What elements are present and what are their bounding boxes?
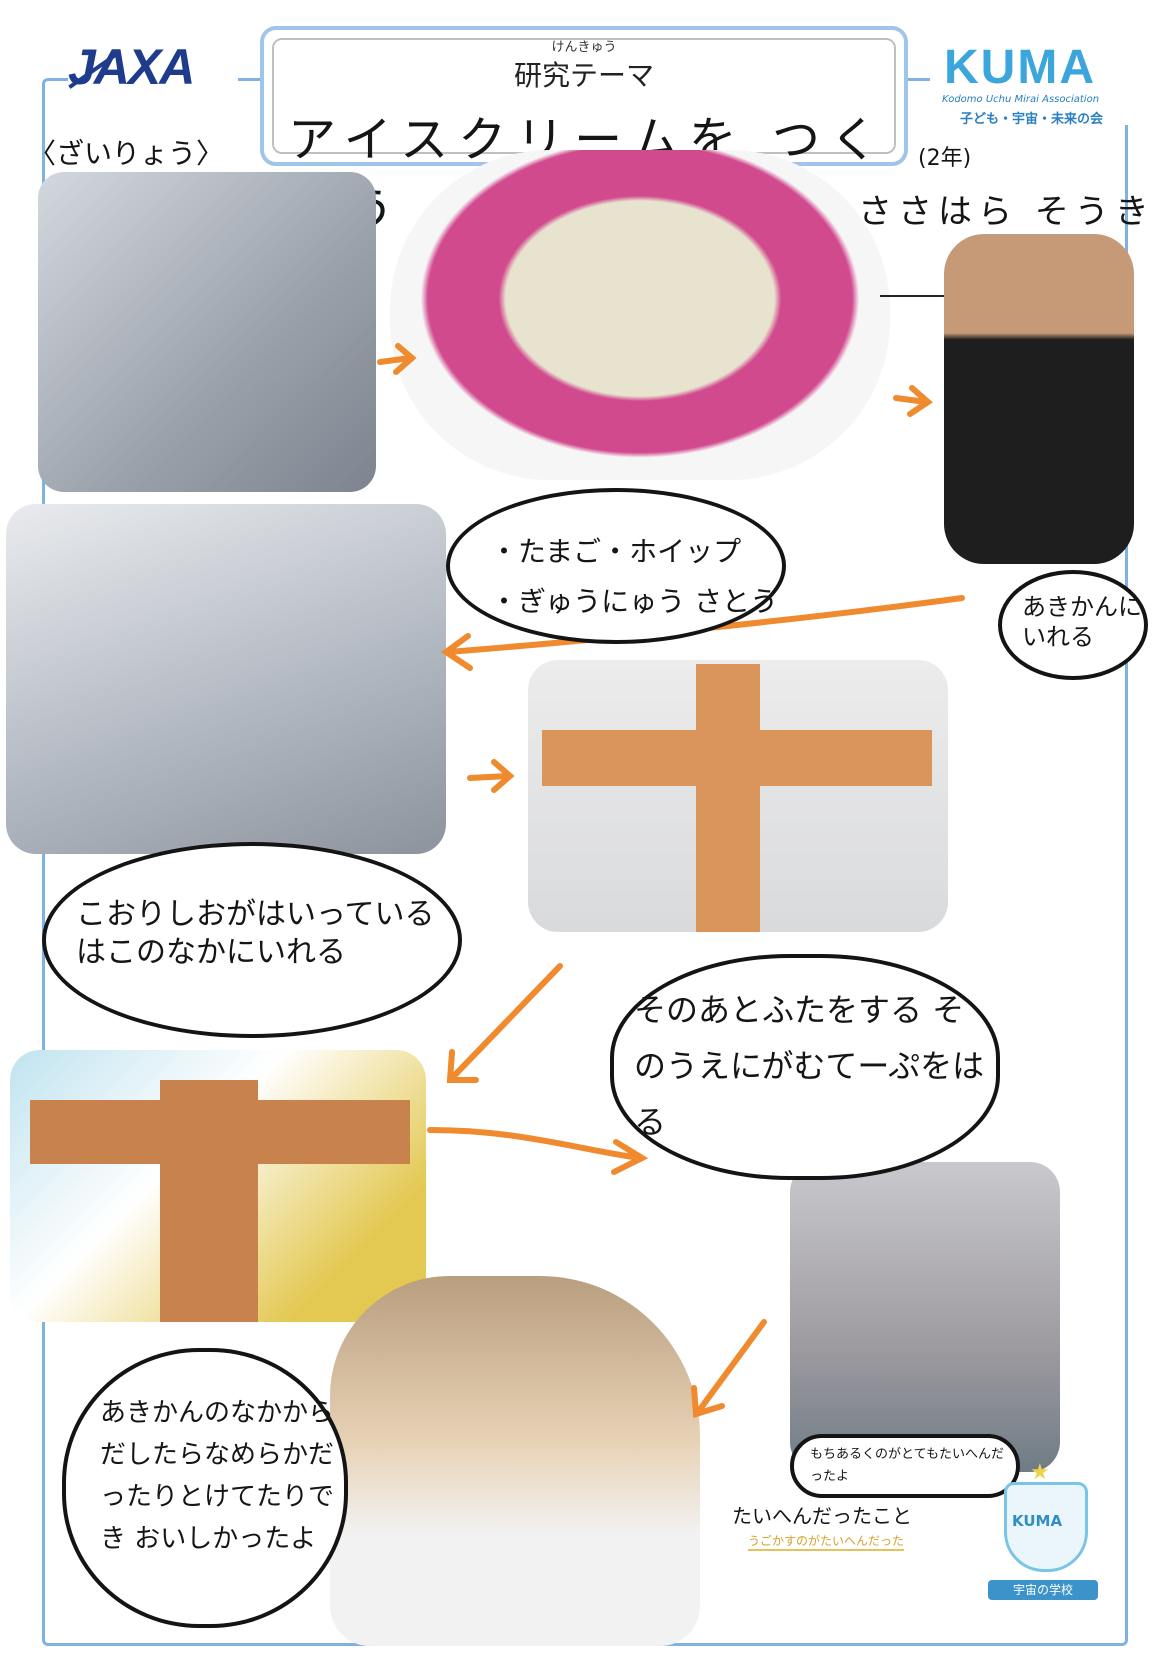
jaxa-logo: JAXA: [68, 38, 238, 118]
uchu-school-emblem: ★ KUMA 宇宙の学校: [968, 1460, 1118, 1610]
arrow-icon: [691, 1319, 767, 1418]
kuma-logo-text: KUMA: [944, 41, 1096, 94]
kuma-logo: KUMA Kodomo Uchu Mirai Association 子ども・宇…: [930, 40, 1140, 127]
ingredients-bubble: ・たまご・ホイップ ・ぎゅうにゅう さとう: [446, 488, 786, 644]
ingredients-line-1: ・たまご・ホイップ: [490, 535, 742, 568]
hard-part-label: たいへんだったこと: [732, 1504, 912, 1528]
emblem-name: KUMA: [1012, 1512, 1063, 1530]
arrow-icon: [893, 385, 933, 417]
into-box-text: こおりしおがはいっているはこのなかにいれる: [76, 897, 435, 970]
lid-tape-bubble: そのあとふたをする そのうえにがむてーぷをはる: [610, 954, 1000, 1180]
result-bubble: あきかんのなかからだしたらなめらかだったりとけてたりでき おいしかったよ: [62, 1348, 348, 1628]
result-text: あきかんのなかからだしたらなめらかだったりとけてたりでき おいしかったよ: [100, 1398, 335, 1554]
boy-with-bowl-photo: [330, 1276, 700, 1646]
can-in-ice-box-photo: [6, 504, 446, 854]
into-can-text: あきかんにいれる: [1022, 593, 1142, 651]
materials-label: 〈ざいりょう〉: [28, 137, 225, 170]
kuma-logo-english: Kodomo Uchu Mirai Association: [942, 94, 1100, 105]
photo-caption-bubble: もちあるくのがとてもたいへんだったよ: [790, 1434, 1020, 1498]
ingredients-line-2: ・ぎゅうにゅう さとう: [490, 585, 779, 618]
into-can-bubble: あきかんにいれる: [998, 570, 1148, 680]
arrow-icon: [427, 1127, 649, 1175]
shield-icon: [1004, 1482, 1088, 1572]
into-box-bubble: こおりしおがはいっているはこのなかにいれる: [42, 842, 462, 1038]
star-icon: ★: [1030, 1460, 1050, 1485]
tape-vertical: [696, 664, 760, 932]
taped-box-photo: [528, 660, 948, 932]
author-grade: (2年): [918, 146, 972, 171]
theme-label: 研究テーマ: [513, 59, 654, 92]
jaxa-logo-text: JAXA: [68, 39, 195, 95]
hard-part-subtext: うごかすのがたいへんだった: [748, 1532, 905, 1551]
emblem-ribbon: 宇宙の学校: [988, 1580, 1098, 1600]
can-photo: [944, 234, 1134, 564]
photo-caption-text: もちあるくのがとてもたいへんだったよ: [810, 1447, 1004, 1484]
two-boys-photo: [790, 1162, 1060, 1472]
ingredients-photo: [38, 172, 376, 492]
kuma-logo-japanese: 子ども・宇宙・未来の会: [960, 112, 1104, 127]
arrow-icon: [467, 759, 515, 793]
arrow-icon: [377, 343, 417, 375]
lid-tape-text: そのあとふたをする そのうえにがむてーぷをはる: [634, 991, 985, 1141]
towel-wrapped-box-photo: [10, 1050, 426, 1322]
tape-vertical: [160, 1080, 258, 1322]
arrow-icon: [446, 963, 563, 1083]
theme-ruby: けんきゅう: [551, 40, 617, 55]
author-name: ささはら そうき: [858, 192, 1155, 232]
mixing-bowl-photo: [390, 150, 890, 480]
